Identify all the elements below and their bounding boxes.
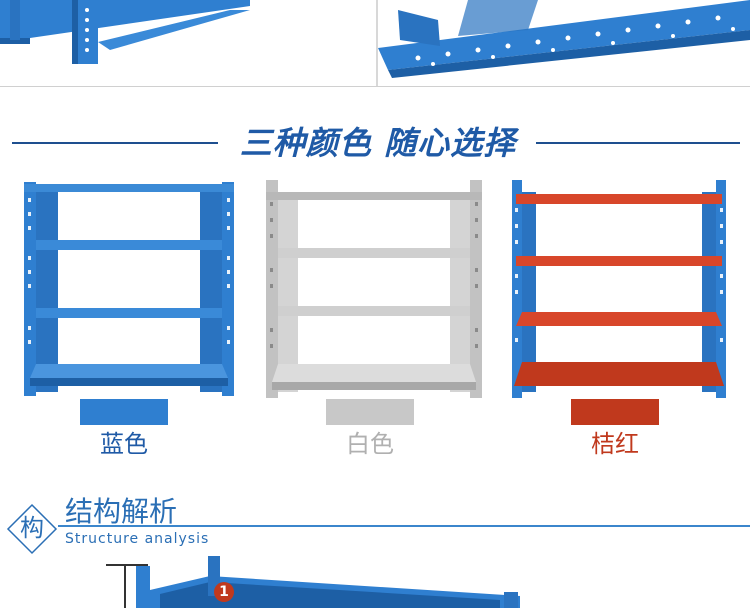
structure-badge-char: 构 [20,514,44,542]
white-color-label: 白色 [346,430,394,458]
structure-subtitle: Structure analysis [65,531,210,547]
blue-shelf-image [22,178,236,402]
blue-color-swatch [80,399,168,425]
structure-title: 结构解析 [65,495,178,528]
photo-divider [376,0,378,86]
headline-left-rule [12,142,218,144]
white-shelf-image [264,178,484,404]
shelf-frame-closeup-image [0,0,376,86]
structure-marker-number: 1 [219,584,229,600]
structure-badge-icon: 构 [6,503,58,555]
section-divider-line [0,86,750,87]
top-left-product-photo [0,0,376,86]
headline-right-rule [536,142,740,144]
orange-color-label: 桔红 [591,430,639,458]
beam-closeup-image [378,0,750,86]
headline-title: 三种颜色 随心选择 [239,124,517,162]
orange-shelf-image [510,178,728,404]
orange-color-swatch [571,399,659,425]
top-right-product-photo [378,0,750,86]
blue-color-label: 蓝色 [100,430,148,458]
structure-underline [58,525,750,527]
white-color-swatch [326,399,414,425]
structure-shelf-photo: 1 [100,556,540,608]
